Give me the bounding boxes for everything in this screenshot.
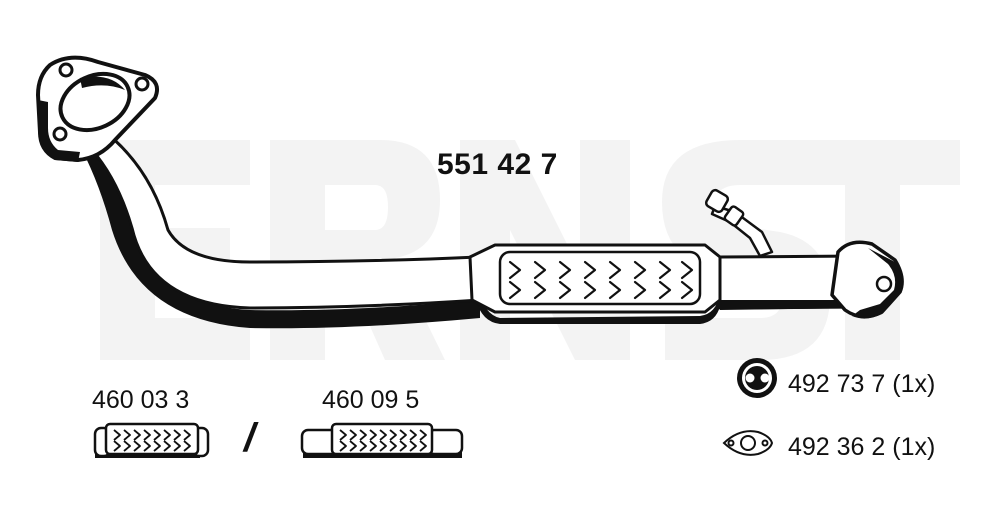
flange-bolt-hole (52, 126, 68, 142)
flex-shadow (476, 290, 720, 324)
flex-pipe-460-09-5-drawing (300, 422, 464, 458)
flex-braid (508, 260, 694, 300)
pipe-shadow (82, 140, 480, 329)
accessory-hanger-label: 492 73 7 (1x) (788, 370, 936, 398)
flex-pipe-460-03-3-drawing (93, 422, 210, 458)
main-part-number: 551 42 7 (437, 148, 558, 181)
flange-bolt-hole (134, 76, 150, 92)
gasket-icon (722, 430, 774, 456)
alternative-separator: / (244, 416, 256, 460)
flange-bolt-hole (58, 62, 74, 78)
rubber-hanger-icon (737, 358, 777, 398)
front-pipe (36, 55, 904, 329)
outlet-bolt-hole (875, 275, 893, 293)
alternative-part-number-b: 460 09 5 (322, 386, 420, 414)
accessory-gasket-label: 492 36 2 (1x) (788, 433, 936, 461)
alternative-part-number-a: 460 03 3 (92, 386, 190, 414)
